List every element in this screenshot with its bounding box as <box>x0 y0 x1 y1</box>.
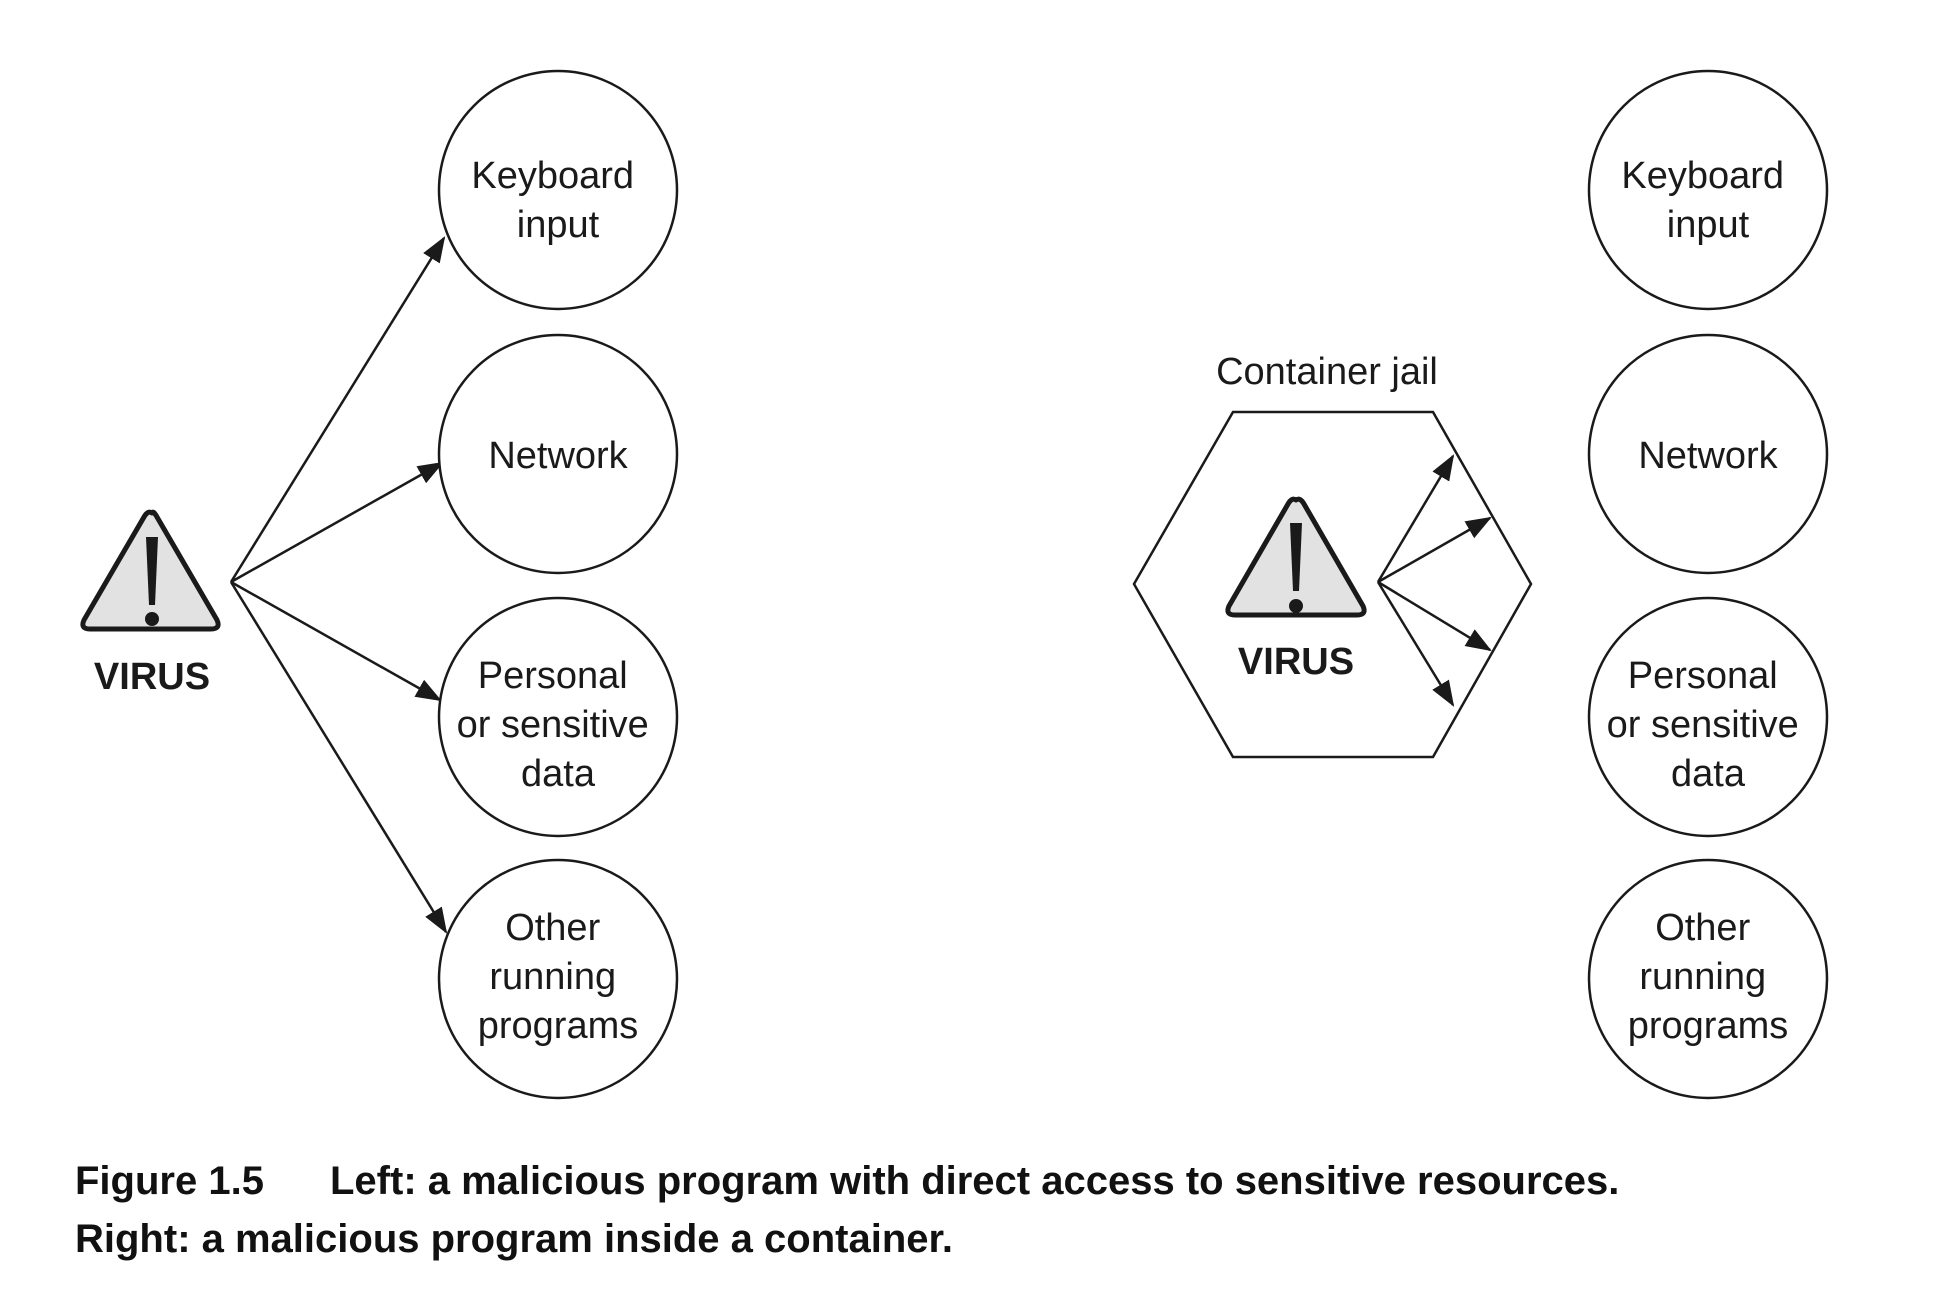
figure-caption: Figure 1.5 Left: a malicious program with… <box>75 1152 1875 1268</box>
right-resource-keyboard-input: Keyboard input <box>1587 69 1829 311</box>
caption-line-1: Figure 1.5 Left: a malicious program with… <box>75 1152 1875 1210</box>
left-virus-label: VIRUS <box>94 656 210 698</box>
blocked-arrow-1 <box>1376 454 1455 583</box>
warning-triangle-icon <box>1225 496 1367 618</box>
resource-label-line: data <box>521 753 596 795</box>
right-panel: Container jail VIRUS Keyboard input <box>1132 69 1829 1100</box>
right-virus: VIRUS <box>1225 496 1367 683</box>
caption-left-description: Left: a malicious program with direct ac… <box>330 1159 1620 1203</box>
right-resource-other-programs: Other running programs <box>1587 858 1829 1100</box>
figure-number: Figure 1.5 <box>75 1159 264 1203</box>
resource-label-line: programs <box>1628 1005 1789 1047</box>
resource-label-line: input <box>1667 204 1750 246</box>
svg-text:Network: Network <box>1638 435 1778 477</box>
right-virus-label: VIRUS <box>1238 641 1354 683</box>
arrow-to-personal-data <box>230 580 442 702</box>
resource-label-line: running <box>1639 956 1766 998</box>
left-resource-personal-data: Personal or sensitive data <box>437 596 679 838</box>
arrow-to-network <box>230 461 444 584</box>
blocked-arrow-2 <box>1377 516 1492 584</box>
arrow-to-other-programs <box>229 581 448 934</box>
svg-text:Other running: Other running programs <box>1628 907 1789 1047</box>
resource-label-line: Keyboard <box>471 155 634 197</box>
svg-text:Keyboard input: Keyboard input <box>471 155 644 246</box>
left-resource-keyboard-input: Keyboard input <box>437 69 679 311</box>
svg-text:Keyboard input: Keyboard input <box>1621 155 1794 246</box>
left-panel: VIRUS Keyboard input Network Per <box>80 69 679 1100</box>
right-blocked-arrows <box>1376 454 1492 707</box>
right-resource-network: Network <box>1587 333 1829 575</box>
resource-label-line: or sensitive <box>1607 704 1799 746</box>
blocked-arrow-3 <box>1377 580 1492 652</box>
resource-label-line: Other <box>1655 907 1750 949</box>
svg-text:Other running: Other running programs <box>478 907 639 1047</box>
resource-label-line: Other <box>505 907 600 949</box>
warning-triangle-icon <box>80 509 221 632</box>
left-virus: VIRUS <box>80 509 221 698</box>
resource-label-line: running <box>489 956 616 998</box>
resource-label-line: Personal <box>1628 655 1778 697</box>
resource-label-line: input <box>517 204 600 246</box>
resource-label-line: programs <box>478 1005 639 1047</box>
resource-label-line: data <box>1671 753 1746 795</box>
resource-label-line: Keyboard <box>1621 155 1784 197</box>
caption-line-2: Right: a malicious program inside a cont… <box>75 1217 953 1261</box>
resource-label-line: Network <box>488 435 628 477</box>
svg-text:Personal or sensitive: Personal or sensitive data <box>1607 655 1810 795</box>
right-resource-personal-data: Personal or sensitive data <box>1587 596 1829 838</box>
blocked-arrow-4 <box>1376 581 1455 707</box>
arrow-to-keyboard-input <box>229 236 446 583</box>
left-resource-other-programs: Other running programs <box>437 858 679 1100</box>
svg-text:Personal or sensitive: Personal or sensitive data <box>457 655 660 795</box>
svg-text:Network: Network <box>488 435 628 477</box>
left-access-arrows <box>229 236 448 934</box>
resource-label-line: or sensitive <box>457 704 649 746</box>
resource-label-line: Network <box>1638 435 1778 477</box>
resource-label-line: Personal <box>478 655 628 697</box>
left-resource-network: Network <box>437 333 679 575</box>
container-jail-label: Container jail <box>1216 351 1438 393</box>
